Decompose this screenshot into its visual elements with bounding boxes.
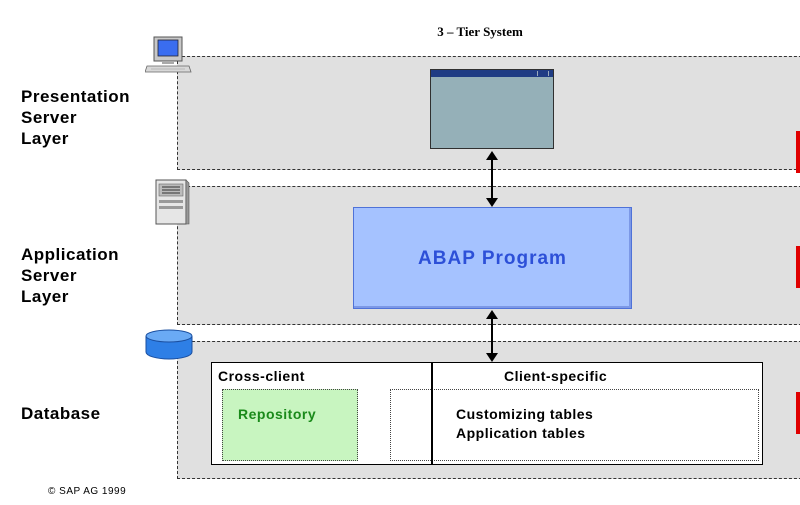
label-line: Server — [21, 266, 77, 285]
application-tables-label: Application tables — [456, 425, 586, 441]
arrow-application-database-icon — [486, 310, 498, 362]
database-divider — [431, 362, 433, 465]
customizing-tables-label: Customizing tables — [456, 406, 594, 422]
repository-label: Repository — [238, 406, 317, 422]
computer-icon — [145, 36, 192, 73]
presentation-window — [430, 69, 554, 149]
database-layer-label: Database — [21, 404, 101, 423]
client-specific-heading: Client-specific — [504, 368, 608, 384]
window-titlebar — [431, 70, 553, 77]
label-line: Application — [21, 245, 120, 264]
database-icon — [145, 329, 193, 360]
repository-box — [222, 389, 358, 461]
arrow-presentation-application-icon — [486, 151, 498, 207]
server-icon — [155, 179, 190, 225]
client-specific-box — [390, 389, 759, 461]
copyright-notice: © SAP AG 1999 — [48, 486, 127, 497]
application-layer-label: Application Server Layer — [21, 244, 119, 307]
cross-client-heading: Cross-client — [218, 368, 305, 384]
label-line: Layer — [21, 129, 69, 148]
red-marker — [796, 246, 800, 288]
label-line: Presentation — [21, 87, 130, 106]
window-controls-icon — [537, 71, 549, 76]
presentation-layer-label: Presentation Server Layer — [21, 86, 130, 149]
label-line: Layer — [21, 287, 69, 306]
abap-program-box: ABAP Program — [353, 207, 632, 309]
red-marker — [796, 392, 800, 434]
diagram-title: 3 – Tier System — [437, 24, 523, 39]
label-line: Server — [21, 108, 77, 127]
red-marker — [796, 131, 800, 173]
abap-program-label: ABAP Program — [418, 248, 567, 269]
